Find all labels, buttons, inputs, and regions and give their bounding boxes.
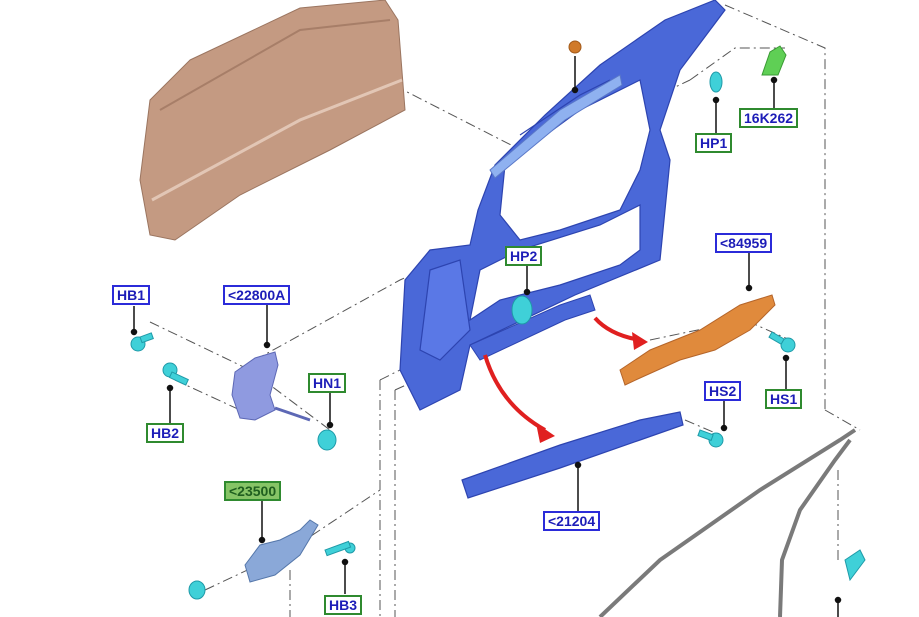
callout-hb2[interactable]: HB2 (146, 423, 185, 443)
orange-ball-part (568, 40, 582, 54)
fasteners (130, 71, 866, 600)
callout-hp1[interactable]: HP1 (695, 133, 733, 153)
door-inner-frame (399, 0, 726, 411)
callout-22800a[interactable]: <22800A (223, 285, 291, 305)
clip-16k262 (761, 45, 787, 76)
reinforcement-beam (461, 411, 684, 499)
leader-lines (130, 56, 842, 617)
callout-21204[interactable]: <21204 (543, 511, 601, 531)
callout-hs2[interactable]: HS2 (704, 381, 742, 401)
callout-hb3[interactable]: HB3 (324, 595, 363, 615)
callout-hp2[interactable]: HP2 (505, 246, 543, 266)
hinge-upper (231, 351, 311, 422)
hinge-lower (244, 519, 319, 583)
callout-hn1[interactable]: HN1 (308, 373, 347, 393)
callout-hb1[interactable]: HB1 (112, 285, 151, 305)
door-seal-outline (598, 428, 857, 617)
callout-23500[interactable]: <23500 (224, 481, 282, 501)
fastener-right-edge (844, 549, 866, 582)
callout-16k262[interactable]: 16K262 (739, 108, 799, 128)
glass-run-channel (489, 74, 623, 179)
fastener-hn1 (317, 429, 337, 451)
callout-84959[interactable]: <84959 (715, 233, 773, 253)
door-outer-panel (139, 0, 406, 241)
fastener-lower-left (188, 580, 206, 600)
fastener-hp2 (511, 295, 533, 325)
fastener-hp1 (709, 71, 723, 93)
callout-hs1[interactable]: HS1 (765, 389, 803, 409)
red-arrowheads (536, 332, 648, 443)
orange-bracket (619, 294, 776, 386)
fastener-hs1 (780, 337, 796, 353)
frame-lower-beam (469, 294, 596, 361)
